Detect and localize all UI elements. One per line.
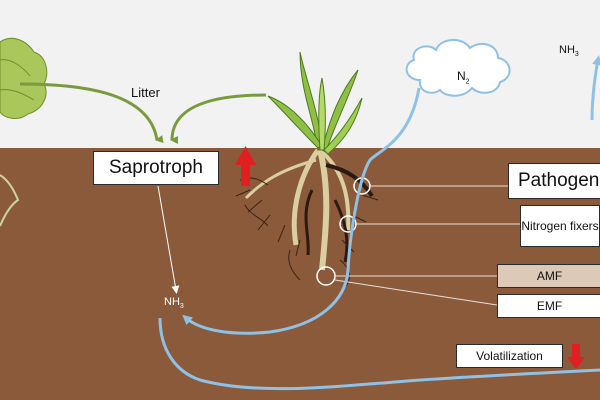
volatilization-box: Volatilization: [456, 344, 563, 368]
saprotroph-label: Saprotroph: [108, 157, 203, 178]
nh3-atmosphere-label: NH3: [559, 44, 579, 59]
red-down-arrow-icon: [567, 344, 585, 369]
pathogen-box: Pathogen: [508, 163, 600, 199]
nitrogen-fixers-box: Nitrogen fixers: [520, 205, 600, 247]
saprotroph-to-nh3-arrow: [157, 185, 180, 294]
pathogen-label: Pathogen: [518, 170, 600, 191]
saprotroph-box: Saprotroph: [93, 151, 219, 185]
n2-label: N2: [457, 69, 470, 86]
plant-roots: [235, 148, 379, 287]
emf-label: EMF: [536, 299, 563, 313]
litter-label: Litter: [131, 85, 160, 100]
plant-icon: [267, 51, 363, 155]
nitrogen-flow-arrows: [158, 55, 600, 391]
root-callouts: [316, 177, 520, 306]
nitrogen-fixers-label: Nitrogen fixers: [521, 218, 599, 233]
red-up-arrow-icon: [235, 146, 256, 186]
litter-arrows: [19, 82, 267, 145]
volatilization-label: Volatilization: [476, 349, 543, 363]
emf-box: EMF: [497, 294, 600, 318]
nh3-soil-label: NH3: [164, 296, 184, 311]
leaf-litter-icon: [0, 37, 48, 227]
amf-label: AMF: [536, 269, 563, 283]
amf-box: AMF: [497, 264, 600, 288]
cloud-icon: [405, 39, 511, 97]
